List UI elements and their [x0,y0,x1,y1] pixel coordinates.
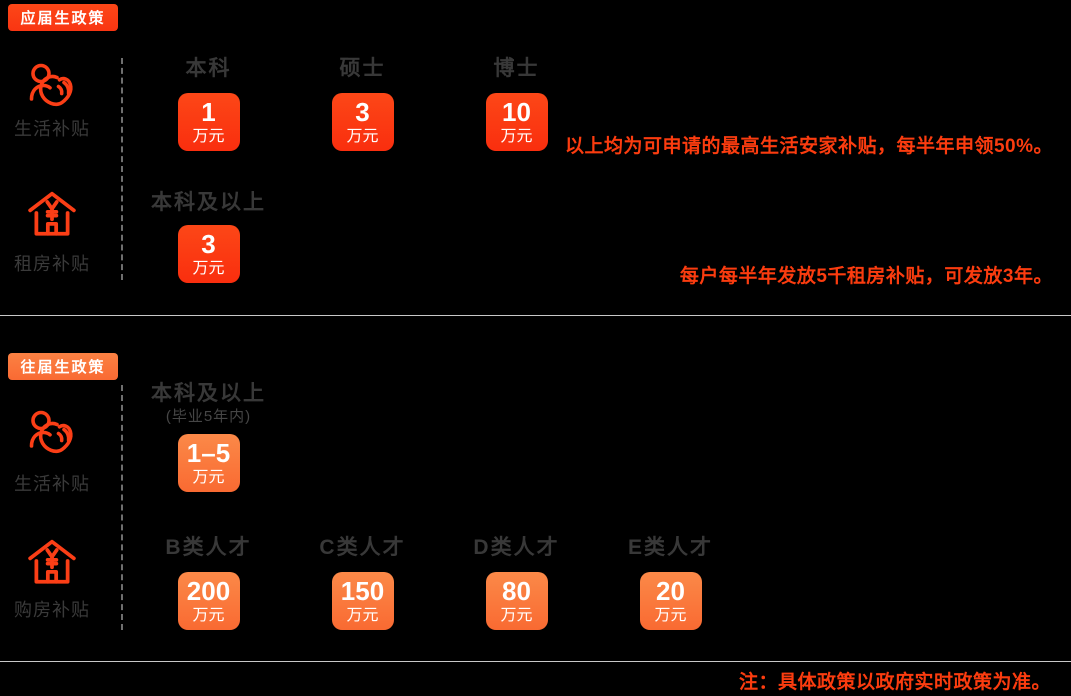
talent-column-d: D类人才 80 万元 [454,537,579,630]
degree-column-bachelor-up: 本科及以上 (毕业5年内) 1–5 万元 [146,383,271,492]
degree-header: 硕士 [339,57,386,80]
living-subsidy-label: 生活补贴 [14,474,90,494]
amount-box: 3 万元 [177,225,240,283]
rent-subsidy-annotation: 每户每半年发放5千租房补贴，可发放3年。 [679,266,1053,287]
amount-unit: 万元 [500,607,533,624]
amount-value: 3 [355,97,370,127]
degree-column-phd: 博士 10 万元 [454,58,579,151]
amount-value: 10 [502,97,531,127]
talent-header: D类人才 [473,536,560,559]
amount-value: 3 [201,229,216,259]
degree-header: 博士 [493,57,540,80]
degree-header: 本科 [185,57,232,80]
fresh-graduate-policy-badge: 应届生政策 [8,4,118,31]
living-subsidy-label: 生活补贴 [14,119,90,139]
degree-column-bachelor: 本科 1 万元 [146,58,271,151]
talent-column-e: E类人才 20 万元 [608,537,733,630]
rent-subsidy-label: 租房补贴 [14,254,90,274]
talent-header: C类人才 [319,536,406,559]
living-subsidy-annotation: 以上均为可申请的最高生活安家补贴，每半年申领50%。 [564,136,1053,157]
amount-unit: 万元 [500,128,533,145]
footnote-divider [0,661,1071,662]
amount-unit: 万元 [192,469,225,486]
house-yen-icon [0,190,104,238]
amount-value: 1 [201,97,216,127]
talent-column-b: B类人才 200 万元 [146,537,271,630]
amount-box: 200 万元 [177,572,240,630]
previous-graduate-policy-badge: 往届生政策 [8,353,118,380]
amount-box: 150 万元 [331,572,394,630]
amount-value: 200 [186,576,231,606]
dashed-separator [121,58,123,280]
degree-header: 本科及以上 [151,382,266,405]
degree-subheader: (毕业5年内) [165,408,252,425]
dashed-separator [121,385,123,630]
amount-unit: 万元 [192,607,225,624]
amount-value: 150 [340,576,385,606]
amount-box: 3 万元 [331,93,394,151]
talent-column-c: C类人才 150 万元 [300,537,425,630]
person-heart-icon [0,61,104,109]
amount-value: 80 [502,576,531,606]
house-yen-icon [0,538,104,586]
amount-box: 10 万元 [485,93,548,151]
talent-header: B类人才 [165,536,252,559]
amount-box: 1 万元 [177,93,240,151]
amount-box: 20 万元 [639,572,702,630]
talent-header: E类人才 [627,536,713,559]
amount-box: 1–5 万元 [177,434,240,492]
purchase-subsidy-label: 购房补贴 [14,600,90,620]
amount-value: 20 [656,576,685,606]
amount-unit: 万元 [192,128,225,145]
section-divider [0,315,1071,316]
amount-unit: 万元 [192,260,225,277]
degree-column-master: 硕士 3 万元 [300,58,425,151]
amount-unit: 万元 [654,607,687,624]
person-heart-icon [0,408,104,456]
amount-unit: 万元 [346,607,379,624]
footnote: 注：具体政策以政府实时政策为准。 [738,672,1051,693]
amount-box: 80 万元 [485,572,548,630]
amount-value: 1–5 [186,438,231,468]
degree-header: 本科及以上 [151,191,266,214]
degree-column-bachelor-up: 本科及以上 3 万元 [146,192,271,283]
amount-unit: 万元 [346,128,379,145]
